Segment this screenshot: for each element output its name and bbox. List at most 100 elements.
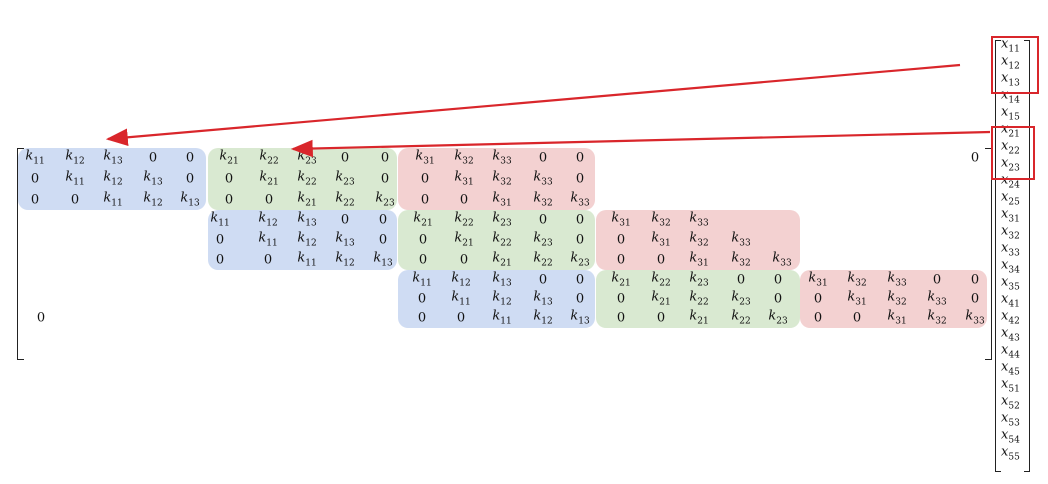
upper-zero-label: 0 (970, 150, 980, 166)
matrix-entry: 0 (418, 252, 428, 268)
matrix-entry: 0 (420, 192, 430, 208)
matrix-entry: k31 (651, 230, 671, 249)
matrix-entry: k22 (259, 149, 279, 167)
matrix-entry: k21 (219, 149, 239, 167)
matrix-entry: k11 (103, 190, 123, 208)
matrix-entry: k23 (533, 230, 553, 249)
matrix-entry: k33 (887, 270, 907, 288)
vector-entry: x45 (1001, 359, 1020, 378)
matrix-entry: k11 (297, 250, 317, 269)
block-blue-1 (18, 148, 206, 210)
matrix-entry: 0 (773, 291, 783, 307)
matrix-entry: k32 (927, 309, 947, 327)
matrix-entry: k11 (210, 210, 230, 229)
vector-entry: x34 (1001, 257, 1020, 276)
matrix-entry: k31 (611, 210, 631, 229)
matrix-entry: k21 (492, 250, 512, 269)
vector-entry: x42 (1001, 308, 1020, 327)
matrix-entry: k31 (492, 190, 512, 208)
matrix-entry: 0 (378, 232, 388, 248)
matrix-entry: k13 (143, 169, 163, 188)
matrix-entry: 0 (263, 252, 273, 268)
matrix-entry: 0 (459, 192, 469, 208)
matrix-entry: k22 (297, 169, 317, 188)
vector-entry: x24 (1001, 172, 1020, 191)
vector-entry: x22 (1001, 138, 1020, 157)
matrix-entry: 0 (538, 150, 548, 166)
matrix-entry: k21 (413, 210, 433, 229)
block-blue-7 (398, 270, 595, 328)
matrix-entry: 0 (417, 310, 427, 326)
matrix-entry: k12 (143, 190, 163, 208)
matrix-entry: k31 (847, 289, 867, 308)
vector-entry: x35 (1001, 274, 1020, 293)
matrix-entry: 0 (970, 291, 980, 307)
vector-entry: x25 (1001, 189, 1020, 208)
matrix-entry: k12 (335, 250, 355, 269)
matrix-entry: k13 (533, 289, 553, 308)
matrix-entry: 0 (852, 310, 862, 326)
matrix-entry: k21 (454, 230, 474, 249)
matrix-entry: 0 (616, 310, 626, 326)
matrix-entry: 0 (418, 232, 428, 248)
matrix-entry: k21 (689, 309, 709, 327)
vector-left-bracket (995, 40, 1001, 472)
vector-entry: x33 (1001, 240, 1020, 259)
matrix-entry: k12 (533, 309, 553, 327)
matrix-entry: k23 (570, 250, 590, 269)
matrix-entry: 0 (575, 171, 585, 187)
matrix-entry: k32 (887, 289, 907, 308)
matrix-entry: k23 (375, 190, 395, 208)
matrix-entry: k12 (492, 289, 512, 308)
matrix-entry: k23 (689, 270, 709, 288)
matrix-entry: k22 (731, 309, 751, 327)
matrix-entry: k21 (259, 169, 279, 188)
matrix-entry: 0 (148, 150, 158, 166)
matrix-entry: 0 (380, 171, 390, 187)
vector-entry: x51 (1001, 376, 1020, 395)
matrix-entry: k11 (65, 169, 85, 188)
matrix-entry: 0 (656, 252, 666, 268)
matrix-entry: 0 (380, 150, 390, 166)
matrix-entry: 0 (575, 150, 585, 166)
vector-entry: x53 (1001, 410, 1020, 429)
matrix-entry: k21 (297, 190, 317, 208)
matrix-entry: k32 (651, 210, 671, 229)
matrix-entry: k23 (731, 289, 751, 308)
matrix-entry: 0 (185, 171, 195, 187)
matrix-entry: 0 (813, 291, 823, 307)
vector-entry: x41 (1001, 291, 1020, 310)
matrix-entry: 0 (538, 272, 548, 288)
vector-entry: x31 (1001, 206, 1020, 225)
matrix-entry: k32 (731, 250, 751, 269)
matrix-entry: k13 (373, 250, 393, 269)
matrix-entry: 0 (575, 291, 585, 307)
matrix-entry: k32 (454, 149, 474, 167)
matrix-entry: 0 (215, 252, 225, 268)
matrix-entry: k21 (611, 270, 631, 288)
matrix-entry: k33 (731, 230, 751, 249)
vector-entry: x14 (1001, 87, 1020, 106)
matrix-entry: k33 (927, 289, 947, 308)
matrix-entry: k31 (454, 169, 474, 188)
matrix-entry: k33 (533, 169, 553, 188)
matrix-entry: k11 (451, 289, 471, 308)
matrix-entry: k31 (415, 149, 435, 167)
matrix-entry: k22 (492, 230, 512, 249)
vector-entry: x43 (1001, 325, 1020, 344)
matrix-entry: 0 (773, 272, 783, 288)
arrow-x2-to-second-block (290, 130, 991, 158)
matrix-entry: k13 (570, 309, 590, 327)
matrix-entry: 0 (420, 171, 430, 187)
matrix-entry: k13 (492, 270, 512, 288)
vector-entry: x52 (1001, 393, 1020, 412)
vector-right-bracket (1024, 40, 1030, 472)
block-green-2 (208, 148, 397, 210)
matrix-entry: 0 (813, 310, 823, 326)
matrix-entry: k13 (180, 190, 200, 208)
matrix-entry: 0 (340, 212, 350, 228)
matrix-entry: k33 (965, 309, 985, 327)
vector-entry: x44 (1001, 342, 1020, 361)
matrix-entry: 0 (616, 291, 626, 307)
